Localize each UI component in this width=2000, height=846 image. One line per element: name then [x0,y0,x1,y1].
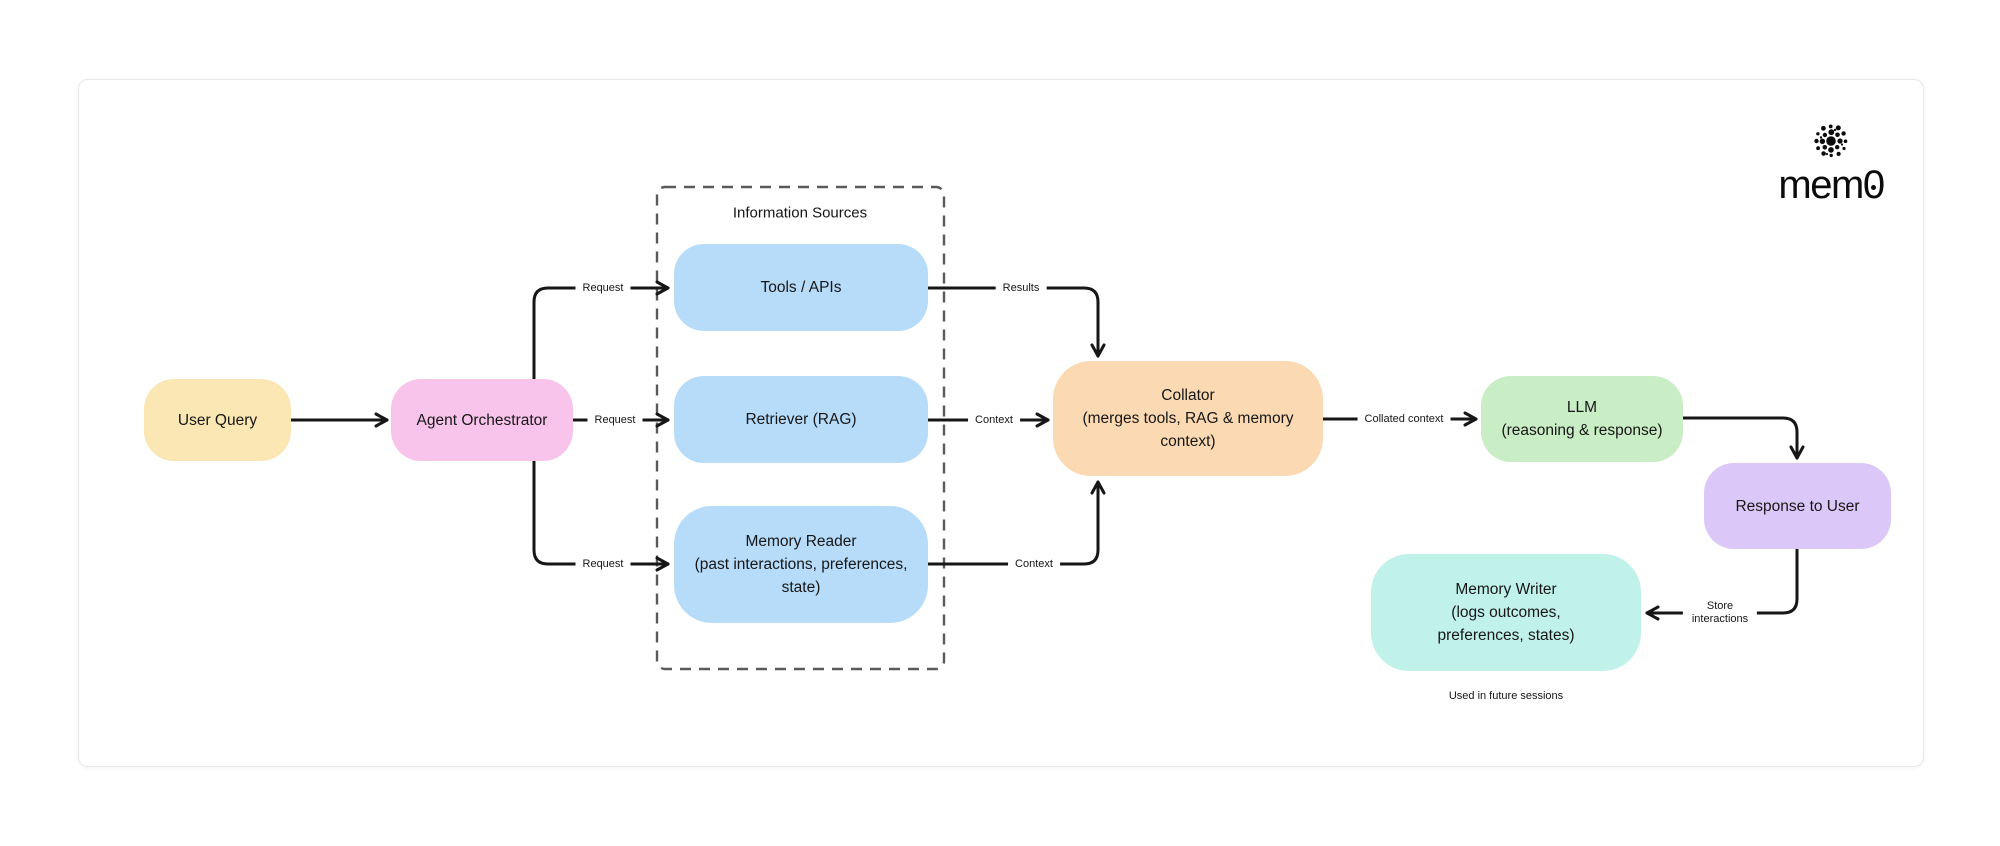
edge-label-context-memory: Context [1008,557,1060,571]
information-sources-group-border [655,185,946,671]
node-label: Memory Writer (logs outcomes, preference… [1437,581,1575,644]
diagram-card: Information Sources User Query Agent Orc… [78,79,1924,767]
node-memory-writer: Memory Writer (logs outcomes, preference… [1371,554,1641,671]
node-memory-reader: Memory Reader (past interactions, prefer… [674,506,928,623]
node-label: Collator (merges tools, RAG & memory con… [1082,387,1294,450]
node-collator: Collator (merges tools, RAG & memory con… [1053,361,1323,476]
mem0-wordmark: mem0 [1778,165,1885,205]
node-tools-apis: Tools / APIs [674,244,928,331]
edge-label-collated-context: Collated context [1357,412,1451,426]
node-label: Retriever (RAG) [745,411,857,428]
edge-response-to-memory-writer [1645,547,1799,621]
node-user-query: User Query [144,379,291,461]
node-label: Agent Orchestrator [416,411,548,429]
edge-label-results: Results [995,281,1047,295]
edge-llm-to-response [1681,416,1805,460]
mem0-dots-icon [1814,124,1848,158]
edge-label-request-retriever: Request [587,413,643,427]
node-retriever-rag: Retriever (RAG) [674,376,928,463]
node-label: Memory Reader (past interactions, prefer… [694,533,908,596]
node-label: Response to User [1735,497,1860,515]
node-label: User Query [177,411,258,429]
node-agent-orchestrator: Agent Orchestrator [391,379,573,461]
node-label: Tools / APIs [760,279,842,296]
edge-label-context-rag: Context [968,413,1020,427]
edge-memory-reader-to-collator [926,480,1106,566]
edge-agent-to-memory-reader [532,459,670,572]
edge-label-store-interactions: Store interactions [1682,599,1758,627]
group-label-information-sources: Information Sources [732,204,868,222]
edge-tools-to-collator [926,286,1106,358]
edge-label-request-memory: Request [575,557,631,571]
zero-dot [1870,184,1876,190]
mem0-logo: mem0 [1751,122,1911,205]
edge-label-request-tools: Request [575,281,631,295]
edge-agent-to-tools [532,280,670,381]
node-llm: LLM (reasoning & response) [1481,376,1683,462]
footnote-used-in-future-sessions: Used in future sessions [1448,690,1564,702]
connector-layer [289,185,1805,671]
node-label: LLM (reasoning & response) [1501,399,1663,439]
node-response-to-user: Response to User [1704,463,1891,549]
